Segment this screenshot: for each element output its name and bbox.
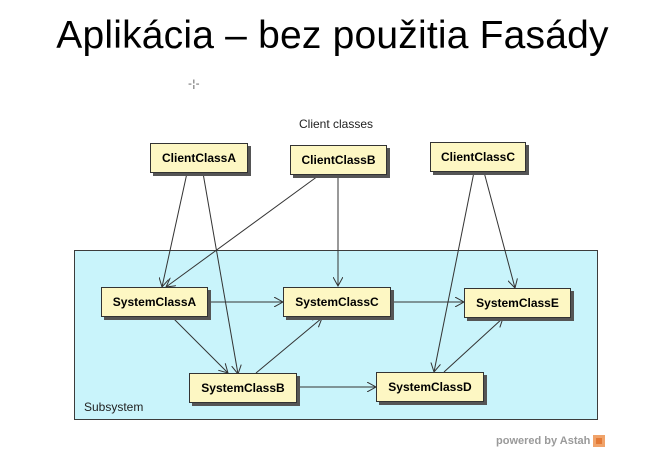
edge-clienta-systema	[162, 172, 188, 287]
cursor-crosshair-icon: -¦-	[188, 77, 200, 90]
astah-watermark: powered by Astah	[496, 435, 606, 447]
watermark-text: powered by Astah	[496, 435, 591, 447]
class-client-a[interactable]: ClientClassA	[150, 143, 248, 173]
astah-logo-icon	[593, 435, 606, 447]
edge-clientc-systemd	[434, 171, 475, 372]
class-system-c[interactable]: SystemClassC	[283, 287, 391, 317]
class-client-b[interactable]: ClientClassB	[290, 145, 387, 175]
class-system-a[interactable]: SystemClassA	[101, 287, 208, 317]
slide-title: Aplikácia – bez použitia Fasády	[56, 14, 609, 57]
client-classes-label: Client classes	[298, 117, 374, 131]
edge-systemb-systemc	[255, 318, 322, 374]
edge-clientc-systeme	[483, 171, 515, 288]
edge-clienta-systemb	[202, 172, 238, 374]
edge-clientb-systema	[166, 175, 319, 287]
class-system-d[interactable]: SystemClassD	[376, 372, 484, 402]
edge-systemd-systeme	[443, 318, 503, 373]
class-system-b[interactable]: SystemClassB	[189, 373, 297, 403]
subsystem-label: Subsystem	[84, 400, 144, 414]
class-system-e[interactable]: SystemClassE	[464, 288, 571, 318]
class-client-c[interactable]: ClientClassC	[430, 142, 526, 172]
edge-systema-systemb	[171, 316, 228, 373]
